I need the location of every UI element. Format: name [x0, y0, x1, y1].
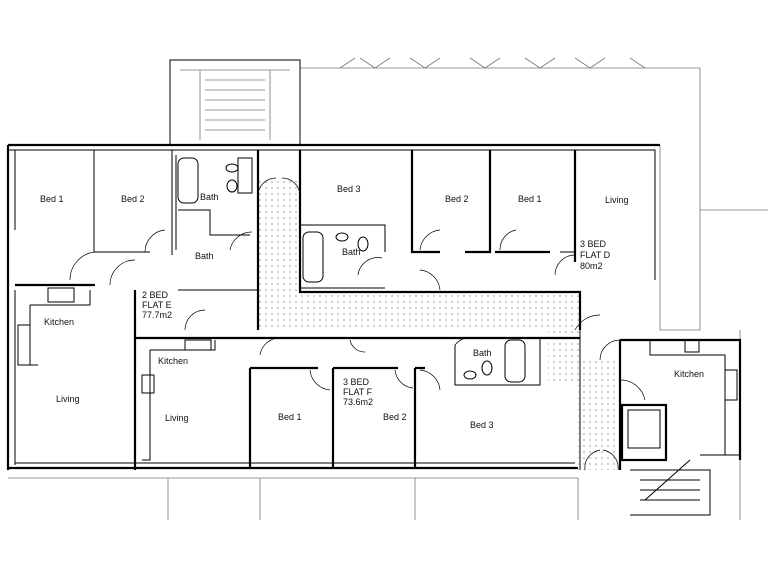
label-f-bed1: Bed 1	[278, 412, 302, 422]
label-e-bath1: Bath	[200, 192, 219, 202]
flat-e-area: 77.7m2	[142, 310, 172, 320]
flat-d-name: FLAT D	[580, 250, 611, 260]
flat-e-name: FLAT E	[142, 300, 172, 310]
stair-core-top	[169, 59, 301, 146]
flat-e-walls	[15, 150, 260, 470]
lift-shaft	[620, 403, 668, 462]
flat-e-type: 2 BED	[142, 290, 169, 300]
label-d-bath: Bath	[342, 247, 361, 257]
label-e-kitchen: Kitchen	[44, 317, 74, 327]
label-e-living: Living	[56, 394, 80, 404]
door-swings	[69, 177, 646, 471]
flat-d-area: 80m2	[580, 261, 603, 271]
corridor-area	[258, 178, 622, 470]
right-flat-walls	[618, 338, 742, 516]
flat-f-walls	[135, 336, 580, 468]
label-e-bath2: Bath	[195, 251, 214, 261]
label-d-bed1: Bed 1	[518, 194, 542, 204]
label-f-bed3: Bed 3	[470, 420, 494, 430]
label-d-living: Living	[605, 195, 629, 205]
label-f-kitchen: Kitchen	[158, 356, 188, 366]
room-labels: Bed 1 Bed 2 Bath Bath 2 BED FLAT E 77.7m…	[40, 184, 704, 430]
label-f-bed2: Bed 2	[383, 412, 407, 422]
label-e-bed2: Bed 2	[121, 194, 145, 204]
roof-outline	[8, 57, 768, 520]
label-f-bath: Bath	[473, 348, 492, 358]
flat-d-walls	[298, 150, 582, 470]
label-d-bed3: Bed 3	[337, 184, 361, 194]
label-d-bed2: Bed 2	[445, 194, 469, 204]
flat-f-name: FLAT F	[343, 387, 373, 397]
label-f-living: Living	[165, 413, 189, 423]
label-e-bed1: Bed 1	[40, 194, 64, 204]
label-r-kitchen: Kitchen	[674, 369, 704, 379]
flat-f-type: 3 BED	[343, 377, 370, 387]
exterior-walls	[6, 143, 660, 470]
flat-f-area: 73.6m2	[343, 397, 373, 407]
flat-d-type: 3 BED	[580, 239, 607, 249]
